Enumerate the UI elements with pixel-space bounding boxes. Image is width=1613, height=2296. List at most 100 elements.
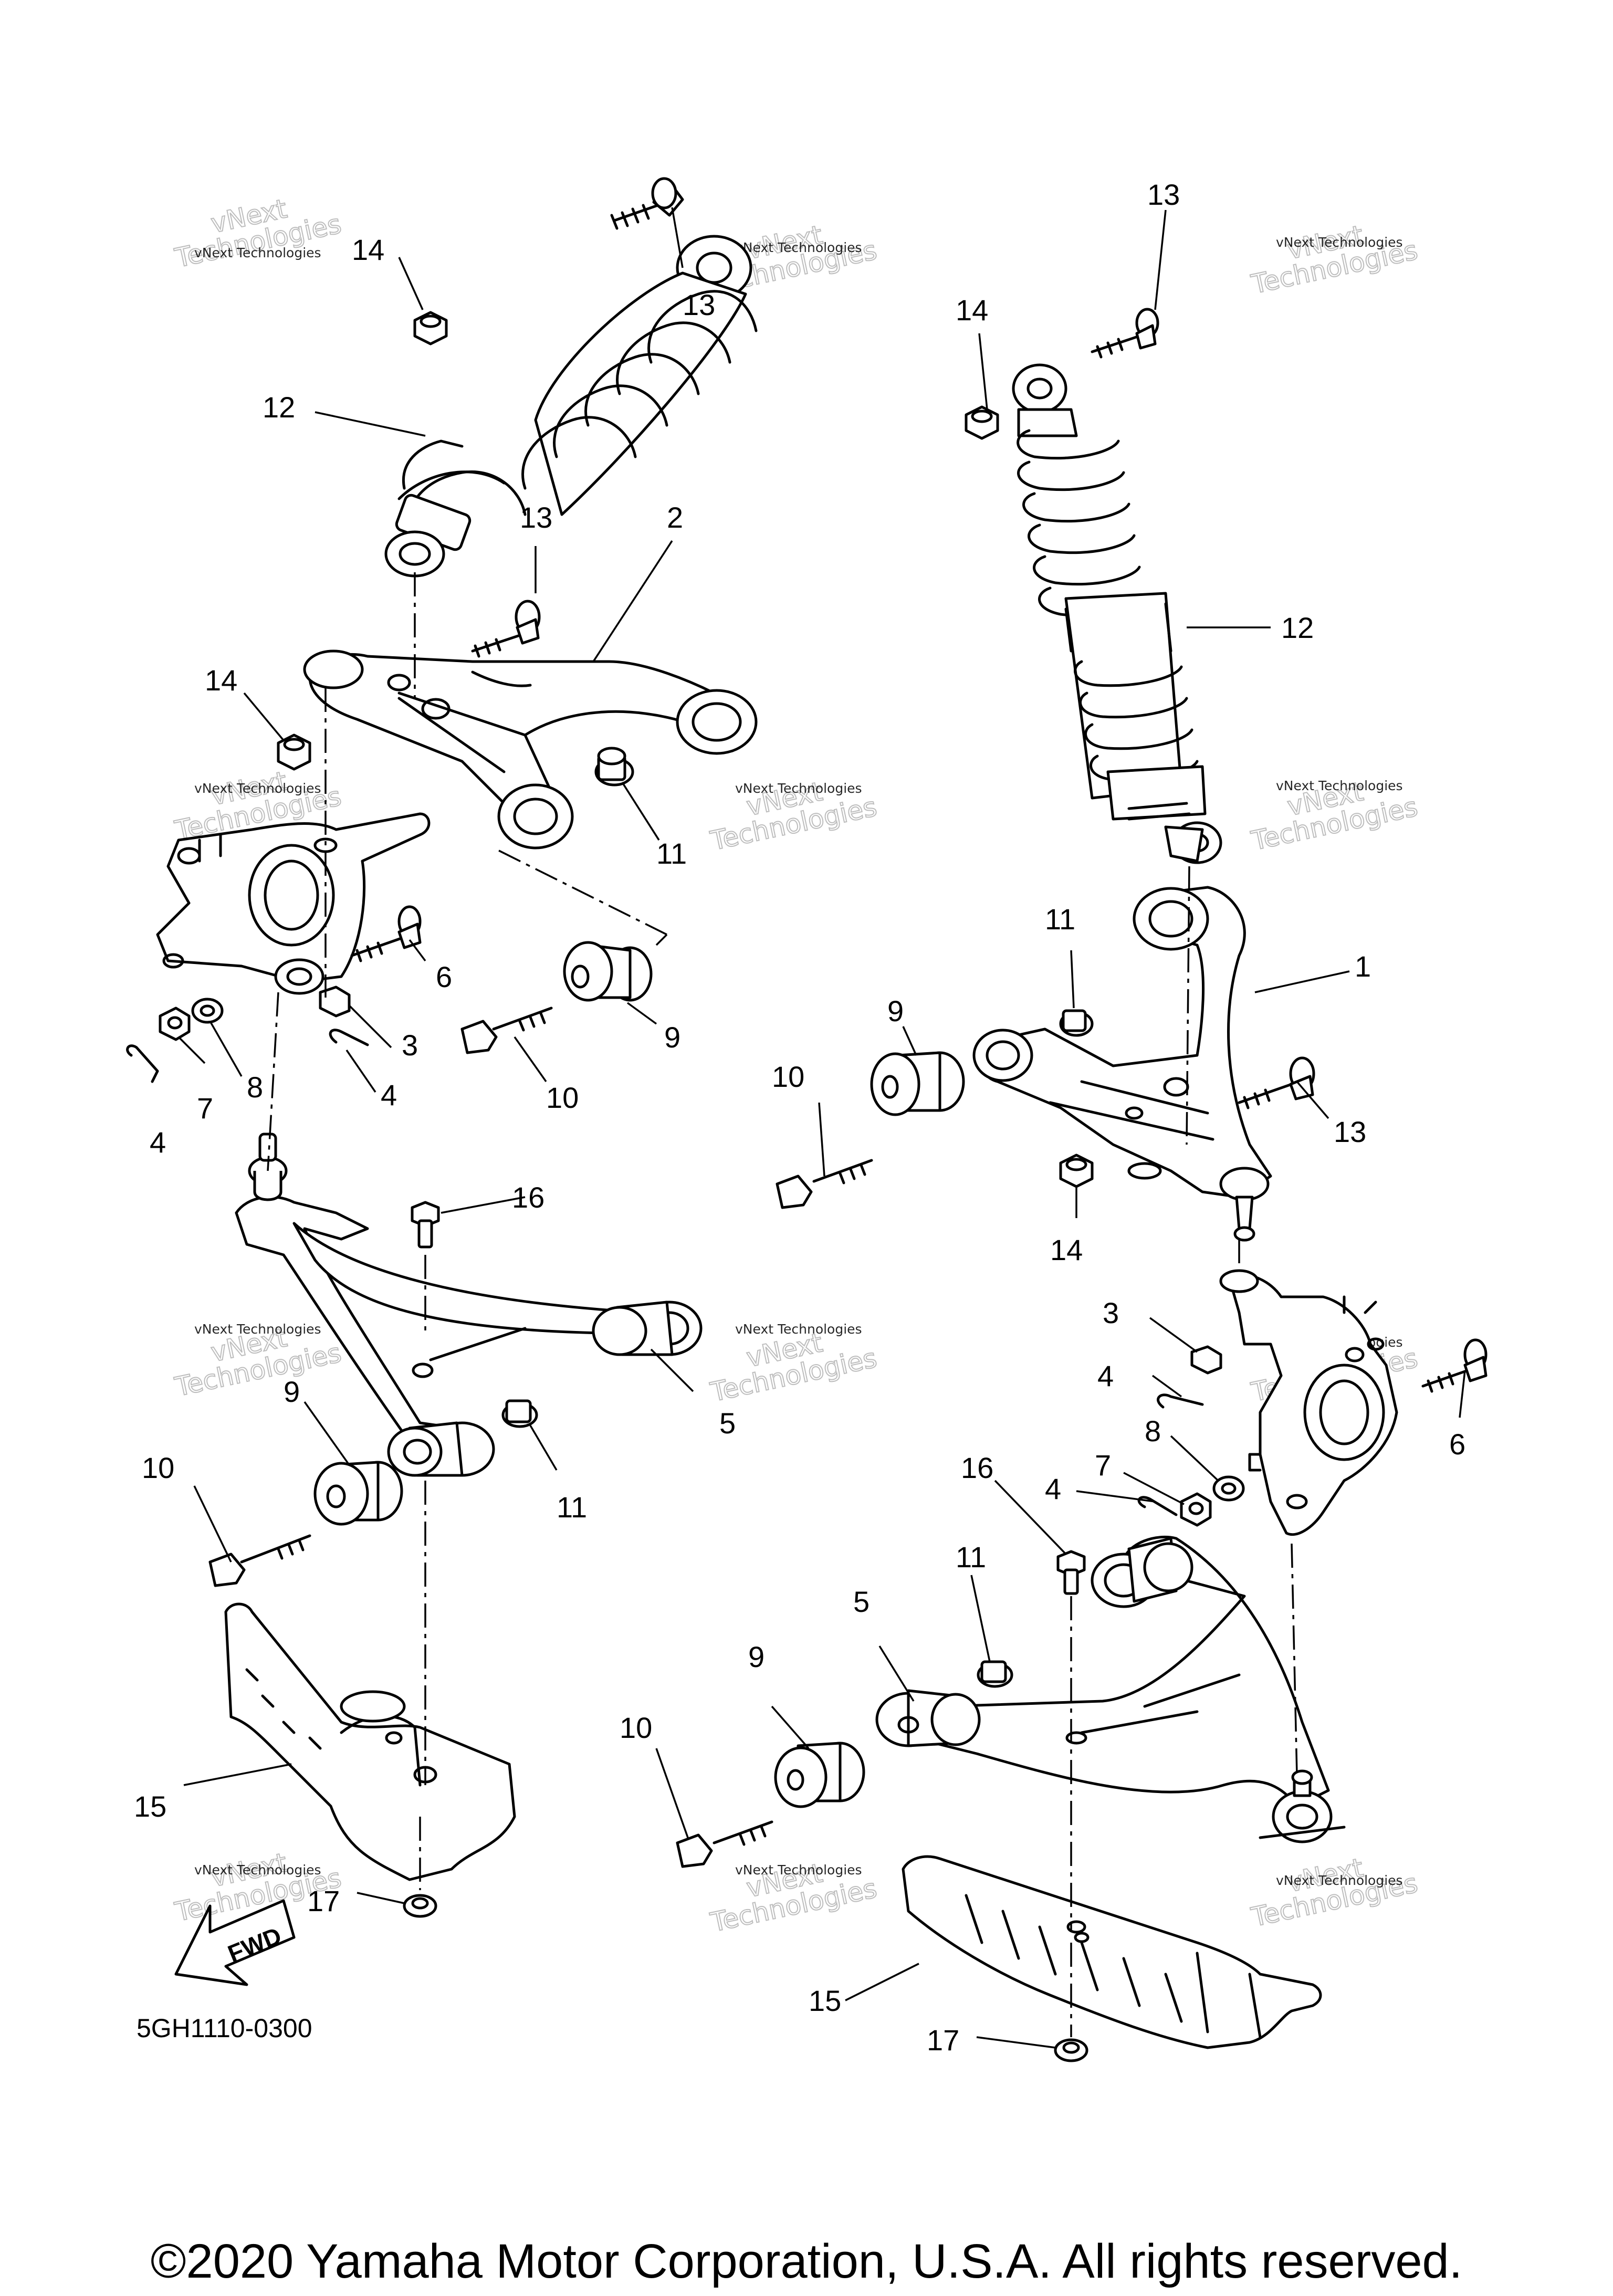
collar-11-upper-left [594, 747, 634, 787]
callout-4: 4 [1097, 1359, 1114, 1392]
callout-11: 11 [557, 1491, 587, 1524]
lower-arm-5-right [875, 1535, 1346, 1843]
svg-text:vNext Technologies: vNext Technologies [194, 245, 321, 260]
svg-text:vNext Technologies: vNext Technologies [1276, 235, 1403, 250]
svg-text:vNext Technologies: vNext Technologies [735, 1862, 862, 1878]
bolt-13-mid-left [471, 600, 541, 658]
callout-6: 6 [436, 960, 452, 993]
watermark: vNext Technologies [1248, 219, 1421, 300]
cotter-pin-4-right-a [1157, 1393, 1204, 1409]
callout-5: 5 [853, 1585, 870, 1618]
bolt-16-left [411, 1201, 440, 1249]
svg-text:vNext Technologies: vNext Technologies [194, 1862, 321, 1878]
nut-17-right [1054, 2038, 1088, 2062]
bolt-10-upper-right [776, 1159, 873, 1209]
bolt-16-right [1056, 1550, 1086, 1595]
left-shock-absorber [384, 235, 758, 578]
cotter-pin-4-right-b [1137, 1496, 1178, 1516]
svg-text:vNext Technologies: vNext Technologies [1276, 1873, 1403, 1888]
nut-14-top-left [413, 311, 448, 345]
steering-knuckle-right [1219, 1269, 1398, 1536]
washer-8-left [191, 998, 224, 1024]
bolt-10-upper-left [460, 1007, 553, 1054]
bolt-10-lower-right [676, 1820, 773, 1868]
callout-16: 16 [512, 1181, 544, 1214]
cotter-pin-4-left-a [329, 1029, 369, 1046]
skid-plate-15-left [224, 1602, 516, 1881]
callout-10: 10 [620, 1711, 652, 1744]
callout-11: 11 [1045, 903, 1075, 936]
right-shock-absorber [1012, 363, 1222, 864]
nut-14-top-right [965, 405, 999, 440]
callout-15: 15 [134, 1790, 166, 1823]
center-lines [267, 572, 1298, 2037]
copyright-notice: ©2020 Yamaha Motor Corporation, U.S.A. A… [150, 2235, 1463, 2288]
watermark: vNext Technologies [707, 1857, 880, 1938]
callout-6: 6 [1449, 1428, 1465, 1461]
bushing-9-lower-left [313, 1461, 403, 1526]
svg-text:vNext Technologies: vNext Technologies [1276, 778, 1403, 793]
bolt-13-top-right [1091, 308, 1159, 359]
callout-8: 8 [247, 1071, 263, 1104]
collar-11-upper-right [1059, 1009, 1094, 1037]
callout-11: 11 [956, 1540, 986, 1574]
watermark: vNext Technologies [707, 775, 880, 857]
callout-12: 12 [1281, 611, 1314, 644]
callout-11: 11 [656, 837, 687, 870]
callout-14: 14 [352, 233, 384, 266]
callout-3: 3 [402, 1029, 418, 1062]
bolt-13-mid-right [1238, 1056, 1315, 1109]
lower-arm-5-left [235, 1133, 703, 1477]
svg-text:vNext Technologies: vNext Technologies [735, 781, 862, 796]
callout-1: 1 [1355, 950, 1371, 983]
washer-8-right [1212, 1475, 1245, 1502]
diagram-code: 5GH1110-0300 [137, 2014, 312, 2043]
callout-15: 15 [809, 1984, 841, 2017]
callout-4: 4 [1045, 1472, 1061, 1505]
callout-13: 13 [1147, 178, 1180, 211]
callout-9: 9 [748, 1640, 764, 1673]
callout-4: 4 [150, 1126, 166, 1159]
bolt-6-right [1421, 1338, 1488, 1393]
collar-11-lower-right [977, 1660, 1013, 1688]
nut-7-right [1180, 1492, 1212, 1527]
bushing-9-lower-right [774, 1742, 865, 1808]
nut-17-left [403, 1894, 437, 1918]
steering-knuckle-left [156, 812, 431, 995]
callout-10: 10 [546, 1081, 579, 1114]
svg-text:vNext Technologies: vNext Technologies [735, 1322, 862, 1337]
callout-17: 17 [307, 1884, 340, 1917]
svg-text:vNext Technologies: vNext Technologies [735, 240, 862, 255]
callout-13: 13 [683, 288, 715, 321]
upper-arm-2 [303, 649, 758, 850]
bolt-6-left [350, 905, 422, 962]
callout-7: 7 [1095, 1449, 1111, 1482]
nut-14-mid-left [277, 733, 311, 771]
callout-17: 17 [927, 2024, 959, 2057]
callout-10: 10 [772, 1060, 804, 1093]
leader-lines [177, 207, 1466, 2049]
upper-arm-1-right [972, 886, 1272, 1242]
svg-text:vNext Technologies: vNext Technologies [194, 781, 321, 796]
callout-2: 2 [667, 501, 683, 534]
skid-plate-15-right [902, 1855, 1322, 2049]
collar-11-lower-left [501, 1399, 538, 1428]
callout-12: 12 [263, 391, 295, 424]
callout-13: 13 [1334, 1115, 1366, 1148]
callout-16: 16 [961, 1451, 993, 1484]
svg-text:vNext Technologies: vNext Technologies [194, 1322, 321, 1337]
callouts: 14 13 12 13 2 14 11 6 9 3 8 7 4 10 4 16 … [134, 178, 1465, 2057]
callout-3: 3 [1103, 1296, 1119, 1329]
callout-14: 14 [1050, 1233, 1083, 1266]
bolt-10-lower-left [208, 1534, 311, 1587]
callout-8: 8 [1145, 1414, 1161, 1448]
callout-14: 14 [205, 664, 237, 697]
bushing-9-upper-left [563, 941, 653, 1002]
callout-4: 4 [381, 1078, 397, 1112]
callout-5: 5 [719, 1407, 736, 1440]
bolt-13-top-left [610, 177, 684, 230]
cotter-pin-4-left-b [126, 1044, 159, 1083]
nut-3-left [319, 986, 351, 1018]
callout-14: 14 [956, 293, 988, 327]
